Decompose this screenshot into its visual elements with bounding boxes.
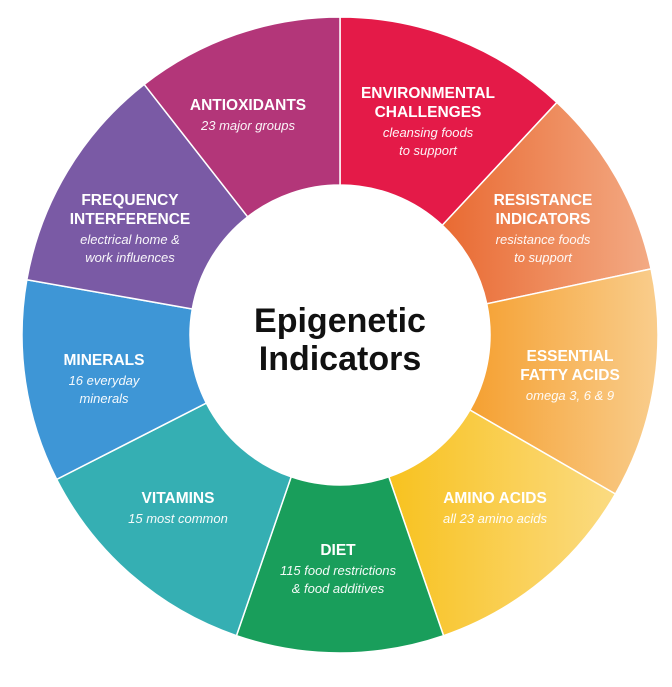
environmental-sub-1: cleansing foods: [383, 125, 474, 140]
center-title-line1: Epigenetic: [254, 302, 426, 340]
environmental-sub-2: to support: [399, 143, 458, 158]
diet-sub-2: & food additives: [292, 581, 385, 596]
center-circle: [190, 185, 490, 485]
minerals-sub-1: 16 everyday: [69, 373, 141, 388]
resistance-sub-2: to support: [514, 250, 573, 265]
frequency-sub-2: work influences: [85, 250, 175, 265]
essential-sub-1: omega 3, 6 & 9: [526, 388, 614, 403]
vitamins-title: VITAMINS: [142, 490, 215, 507]
amino-sub: all 23 amino acids: [443, 511, 548, 526]
resistance-sub-1: resistance foods: [496, 232, 591, 247]
essential-title-1: ESSENTIAL: [527, 348, 614, 365]
diet-title: DIET: [320, 542, 356, 559]
frequency-title-1: FREQUENCY: [81, 192, 179, 209]
environmental-title-2: CHALLENGES: [375, 104, 482, 121]
resistance-title-1: RESISTANCE: [494, 192, 593, 209]
antioxidants-sub: 23 major groups: [200, 118, 295, 133]
essential-title-2: FATTY ACIDS: [520, 367, 620, 384]
diet-sub-1: 115 food restrictions: [280, 563, 397, 578]
center-title-line2: Indicators: [259, 340, 421, 378]
resistance-title-2: INDICATORS: [495, 211, 590, 228]
amino-title: AMINO ACIDS: [443, 490, 547, 507]
minerals-sub-2: minerals: [79, 391, 129, 406]
frequency-title-2: INTERFERENCE: [70, 211, 191, 228]
minerals-title: MINERALS: [64, 352, 145, 369]
environmental-title-1: ENVIRONMENTAL: [361, 85, 495, 102]
vitamins-sub: 15 most common: [128, 511, 228, 526]
antioxidants-title: ANTIOXIDANTS: [190, 97, 306, 114]
frequency-sub-1: electrical home &: [80, 232, 180, 247]
